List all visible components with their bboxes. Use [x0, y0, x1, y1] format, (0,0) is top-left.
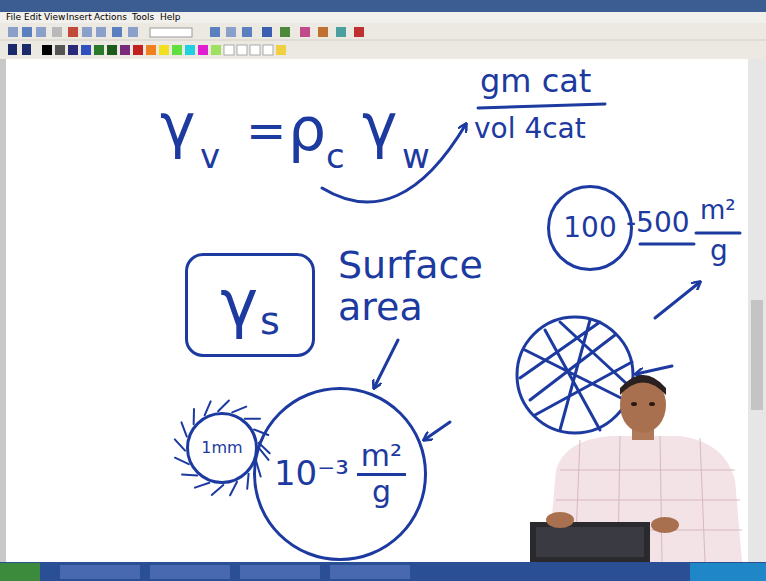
particle-circle: 1mm [186, 412, 258, 484]
boxed-symbol: γs [185, 253, 315, 357]
menu-item: Help [160, 13, 181, 23]
node-text: g [372, 476, 391, 508]
menu-item: File [6, 13, 21, 23]
fraction-group: m²g [357, 440, 406, 508]
handwritten-note: gm cat [480, 64, 591, 99]
handwritten-note: γ [362, 92, 398, 158]
menu-item: Edit [24, 13, 41, 23]
handwritten-note: = [246, 104, 286, 157]
lecturer-figure [530, 375, 742, 562]
circled-value: 100 [547, 185, 633, 271]
node-text: m² [357, 440, 406, 477]
node-text: s [260, 302, 280, 342]
node-text: 100 [563, 213, 616, 242]
menu-item: Insert [66, 13, 92, 23]
node-text: 1mm [201, 440, 242, 457]
handwritten-note: vol 4cat [474, 114, 586, 145]
node-text: 10⁻³ [274, 456, 349, 492]
handwritten-note: γ [160, 92, 196, 158]
handwritten-note: ρ [288, 96, 326, 162]
handwritten-note: c [326, 138, 345, 175]
handwritten-note: g [710, 236, 728, 267]
node-text: γ [220, 271, 258, 338]
handwritten-note: -500 [626, 208, 690, 239]
menu-item: View [44, 13, 65, 23]
circled-value: 10⁻³m²g [253, 387, 427, 561]
menu-item: Actions [94, 13, 127, 23]
handwritten-note: m² [700, 196, 736, 225]
handwritten-note: w [402, 138, 430, 175]
handwritten-note: Surface area [338, 245, 510, 329]
handwritten-note: v [200, 138, 220, 175]
menu-item: Tools [132, 13, 154, 23]
